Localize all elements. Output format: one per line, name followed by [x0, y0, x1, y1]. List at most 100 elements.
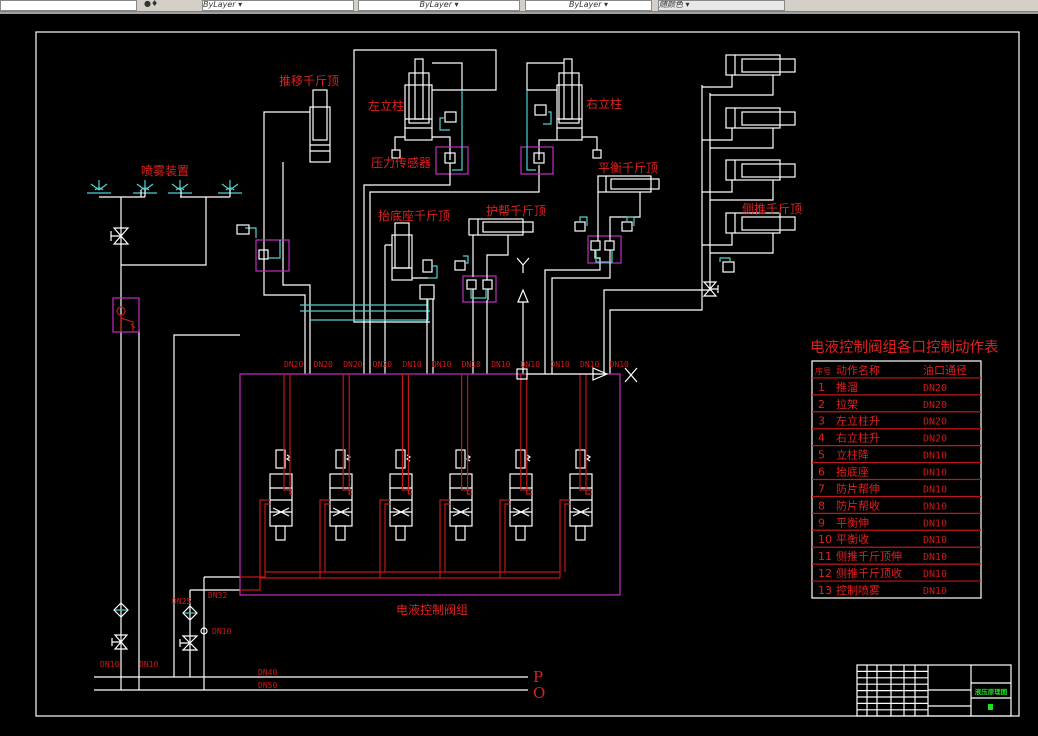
spray-ball-valve-icon	[111, 634, 129, 650]
side-push-ball-valve-icon	[702, 281, 719, 297]
action-name: 推溜	[836, 380, 858, 394]
left-column-label: 左立柱	[368, 98, 404, 113]
supply-branch	[173, 334, 240, 690]
row-number: 7	[818, 482, 825, 495]
row-number: 3	[818, 415, 825, 428]
color-dropdown[interactable]: ByLayer ▾	[358, 0, 520, 11]
supply-ball-valve-icon	[179, 635, 199, 651]
linetype-dropdown-value: ByLayer	[568, 0, 602, 9]
solenoid-valve-icon	[379, 374, 413, 578]
port-size: DN20	[923, 400, 947, 411]
push-jack-label: 推移千斤顶	[279, 74, 339, 88]
port-size: DN10	[923, 535, 947, 546]
row-number: 13	[818, 584, 832, 597]
check-valve-size: DN10	[212, 627, 231, 636]
filter-icon	[113, 602, 129, 618]
row-number: 2	[818, 398, 825, 411]
row-number: 10	[818, 533, 832, 546]
solenoid-valves	[240, 374, 593, 591]
supply-size: DN32	[208, 591, 227, 600]
row-number: 6	[818, 466, 825, 479]
lineweight-dropdown[interactable]: 随颜色 ▾	[658, 0, 785, 11]
valve-group-box	[239, 373, 621, 596]
left-column-cylinder	[353, 49, 497, 374]
action-name: 侧推千斤顶伸	[836, 549, 902, 563]
action-name: 左立柱升	[836, 414, 880, 428]
check-valve-icon	[200, 627, 208, 635]
port-size-label: DN10	[580, 360, 599, 369]
pressure-sensor-label: 压力传感器	[371, 155, 431, 170]
port-size: DN20	[923, 434, 947, 445]
o-line-label: O	[533, 684, 545, 702]
row-number: 9	[818, 516, 825, 529]
right-column-label: 右立柱	[586, 96, 622, 111]
action-name: 平衡收	[836, 532, 869, 546]
layer-tools-icon[interactable]: ●♦	[144, 0, 184, 9]
port-size-label: DN20	[343, 360, 362, 369]
side-push-cylinder	[702, 107, 796, 149]
side-push-cylinder	[702, 159, 796, 201]
action-name: 右立柱升	[836, 431, 880, 445]
port-size-label: DN10	[402, 360, 421, 369]
action-name: 立柱降	[836, 448, 869, 462]
title-block: 液压原理图	[856, 664, 1012, 717]
spray-left-size: DN10	[100, 660, 119, 669]
table-header-cell: 动作名称	[836, 363, 880, 377]
row-number: 1	[818, 381, 825, 394]
port-size: DN10	[923, 451, 947, 462]
port-size: DN10	[923, 586, 947, 597]
o-main-size: DN50	[258, 681, 277, 690]
port-size-label: DN10	[610, 360, 629, 369]
action-name: 控制喷雾	[836, 583, 880, 597]
p-line-label: P	[533, 668, 543, 686]
color-dropdown-value: ByLayer	[419, 0, 452, 9]
side-push-cylinder	[702, 212, 796, 254]
port-size: DN10	[923, 484, 947, 495]
layer-state-field[interactable]	[0, 0, 137, 11]
filter-size: DN25	[172, 597, 191, 606]
spray-right-size: DN10	[139, 660, 158, 669]
solenoid-valve-icon	[439, 374, 473, 578]
linetype-dropdown[interactable]: ByLayer ▾	[525, 0, 652, 11]
side-guard-jack-label: 护帮千斤顶	[486, 204, 546, 218]
action-name: 防片帮收	[836, 498, 880, 512]
push-jack-cylinder	[236, 89, 331, 374]
side-push-jacks	[603, 54, 796, 374]
port-size: DN20	[923, 383, 947, 394]
spray-device-label: 喷雾装置	[141, 164, 189, 178]
port-size-label: DN10	[521, 360, 540, 369]
action-name: 抬底座	[836, 465, 869, 479]
right-column-cylinder	[369, 58, 602, 374]
title-block-drawing-name: 液压原理图	[975, 687, 1008, 696]
table-row: 5 立柱降 DN10	[812, 448, 981, 464]
outlet-arrow-icon	[527, 367, 638, 383]
spray-shutoff-valve-icon	[110, 227, 130, 245]
spray-nozzle-icon	[87, 180, 111, 194]
table-header-cell: 序号	[815, 366, 831, 376]
table-header-cell: 油口通径	[923, 363, 967, 377]
side-push-cylinder	[702, 54, 796, 96]
row-number: 5	[818, 449, 825, 462]
port-size-label: DN10	[491, 360, 510, 369]
lineweight-dropdown-value: 随颜色	[659, 0, 683, 9]
spray-control-box	[112, 297, 140, 333]
valve-group-label: 电液控制阀组	[396, 602, 468, 617]
action-name: 平衡伸	[836, 516, 869, 529]
properties-toolbar: ●♦ ByLayer ▾ ByLayer ▾ ByLayer ▾ 随颜色 ▾	[0, 0, 1038, 12]
layer-dropdown[interactable]: ByLayer ▾	[202, 0, 354, 11]
port-size: DN10	[923, 552, 947, 563]
solenoid-valve-icon	[499, 374, 533, 578]
spray-y-symbol	[516, 257, 530, 273]
spray-device	[87, 180, 242, 690]
row-number: 12	[818, 567, 832, 580]
balance-jack-cylinder	[544, 175, 660, 374]
